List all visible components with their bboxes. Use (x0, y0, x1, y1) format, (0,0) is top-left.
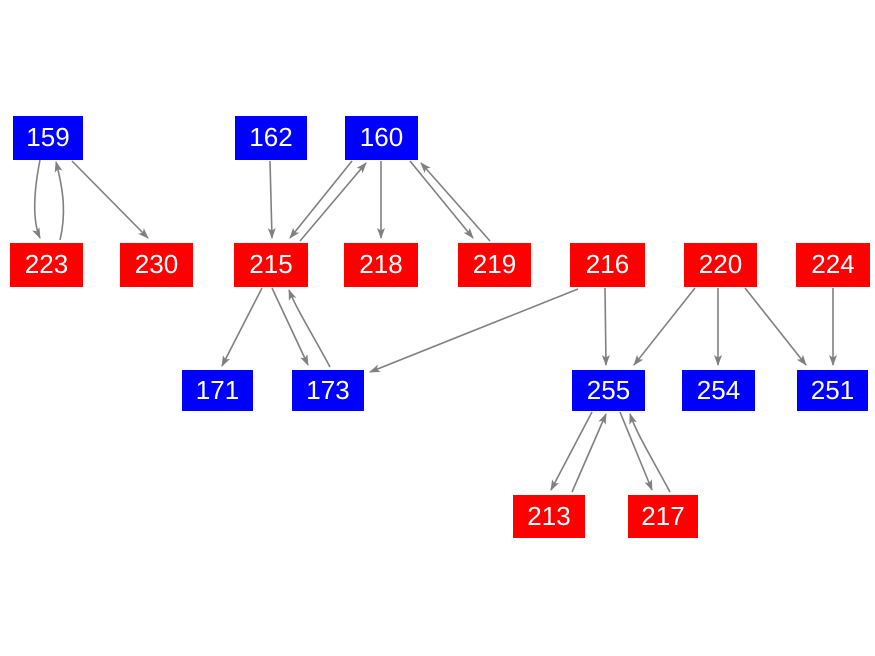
graph-node-label: 160 (359, 122, 404, 152)
graph-node-220[interactable]: 220 (684, 243, 757, 287)
graph-node-173[interactable]: 173 (292, 370, 364, 411)
graph-node-label: 218 (359, 249, 403, 279)
graph-node-216[interactable]: 216 (570, 243, 645, 287)
graph-node-223[interactable]: 223 (10, 243, 83, 287)
graph-node-254[interactable]: 254 (682, 370, 755, 411)
graph-node-251[interactable]: 251 (797, 370, 868, 411)
graph-node-label: 171 (195, 374, 240, 405)
graph-node-label: 224 (811, 249, 855, 279)
graph-node-230[interactable]: 230 (120, 243, 193, 287)
graph-node-215[interactable]: 215 (234, 243, 308, 287)
graph-node-label: 162 (249, 122, 293, 152)
graph-node-label: 220 (698, 249, 743, 279)
graph-node-255[interactable]: 255 (572, 370, 645, 411)
graph-node-label: 216 (585, 249, 630, 279)
graph-node-213[interactable]: 213 (513, 495, 585, 538)
graph-node-217[interactable]: 217 (628, 495, 698, 538)
graph-node-label: 173 (306, 374, 350, 405)
graph-node-219[interactable]: 219 (458, 243, 531, 287)
graph-node-label: 217 (641, 500, 685, 531)
graph-node-159[interactable]: 159 (13, 116, 83, 160)
graph-node-224[interactable]: 224 (796, 243, 870, 287)
graph-node-label: 223 (24, 249, 69, 279)
graph-node-label: 230 (134, 249, 179, 279)
graph-node-label: 219 (472, 249, 517, 279)
graph-node-label: 215 (249, 249, 293, 279)
graph-node-label: 251 (810, 374, 855, 405)
graph-node-label: 159 (26, 122, 70, 152)
graph-node-162[interactable]: 162 (235, 116, 307, 160)
graph-node-171[interactable]: 171 (182, 370, 253, 411)
graph-node-label: 213 (527, 500, 571, 531)
graph-node-label: 254 (696, 374, 741, 405)
graph-node-160[interactable]: 160 (345, 116, 418, 160)
graph-node-label: 255 (586, 374, 631, 405)
graph-node-218[interactable]: 218 (344, 243, 418, 287)
